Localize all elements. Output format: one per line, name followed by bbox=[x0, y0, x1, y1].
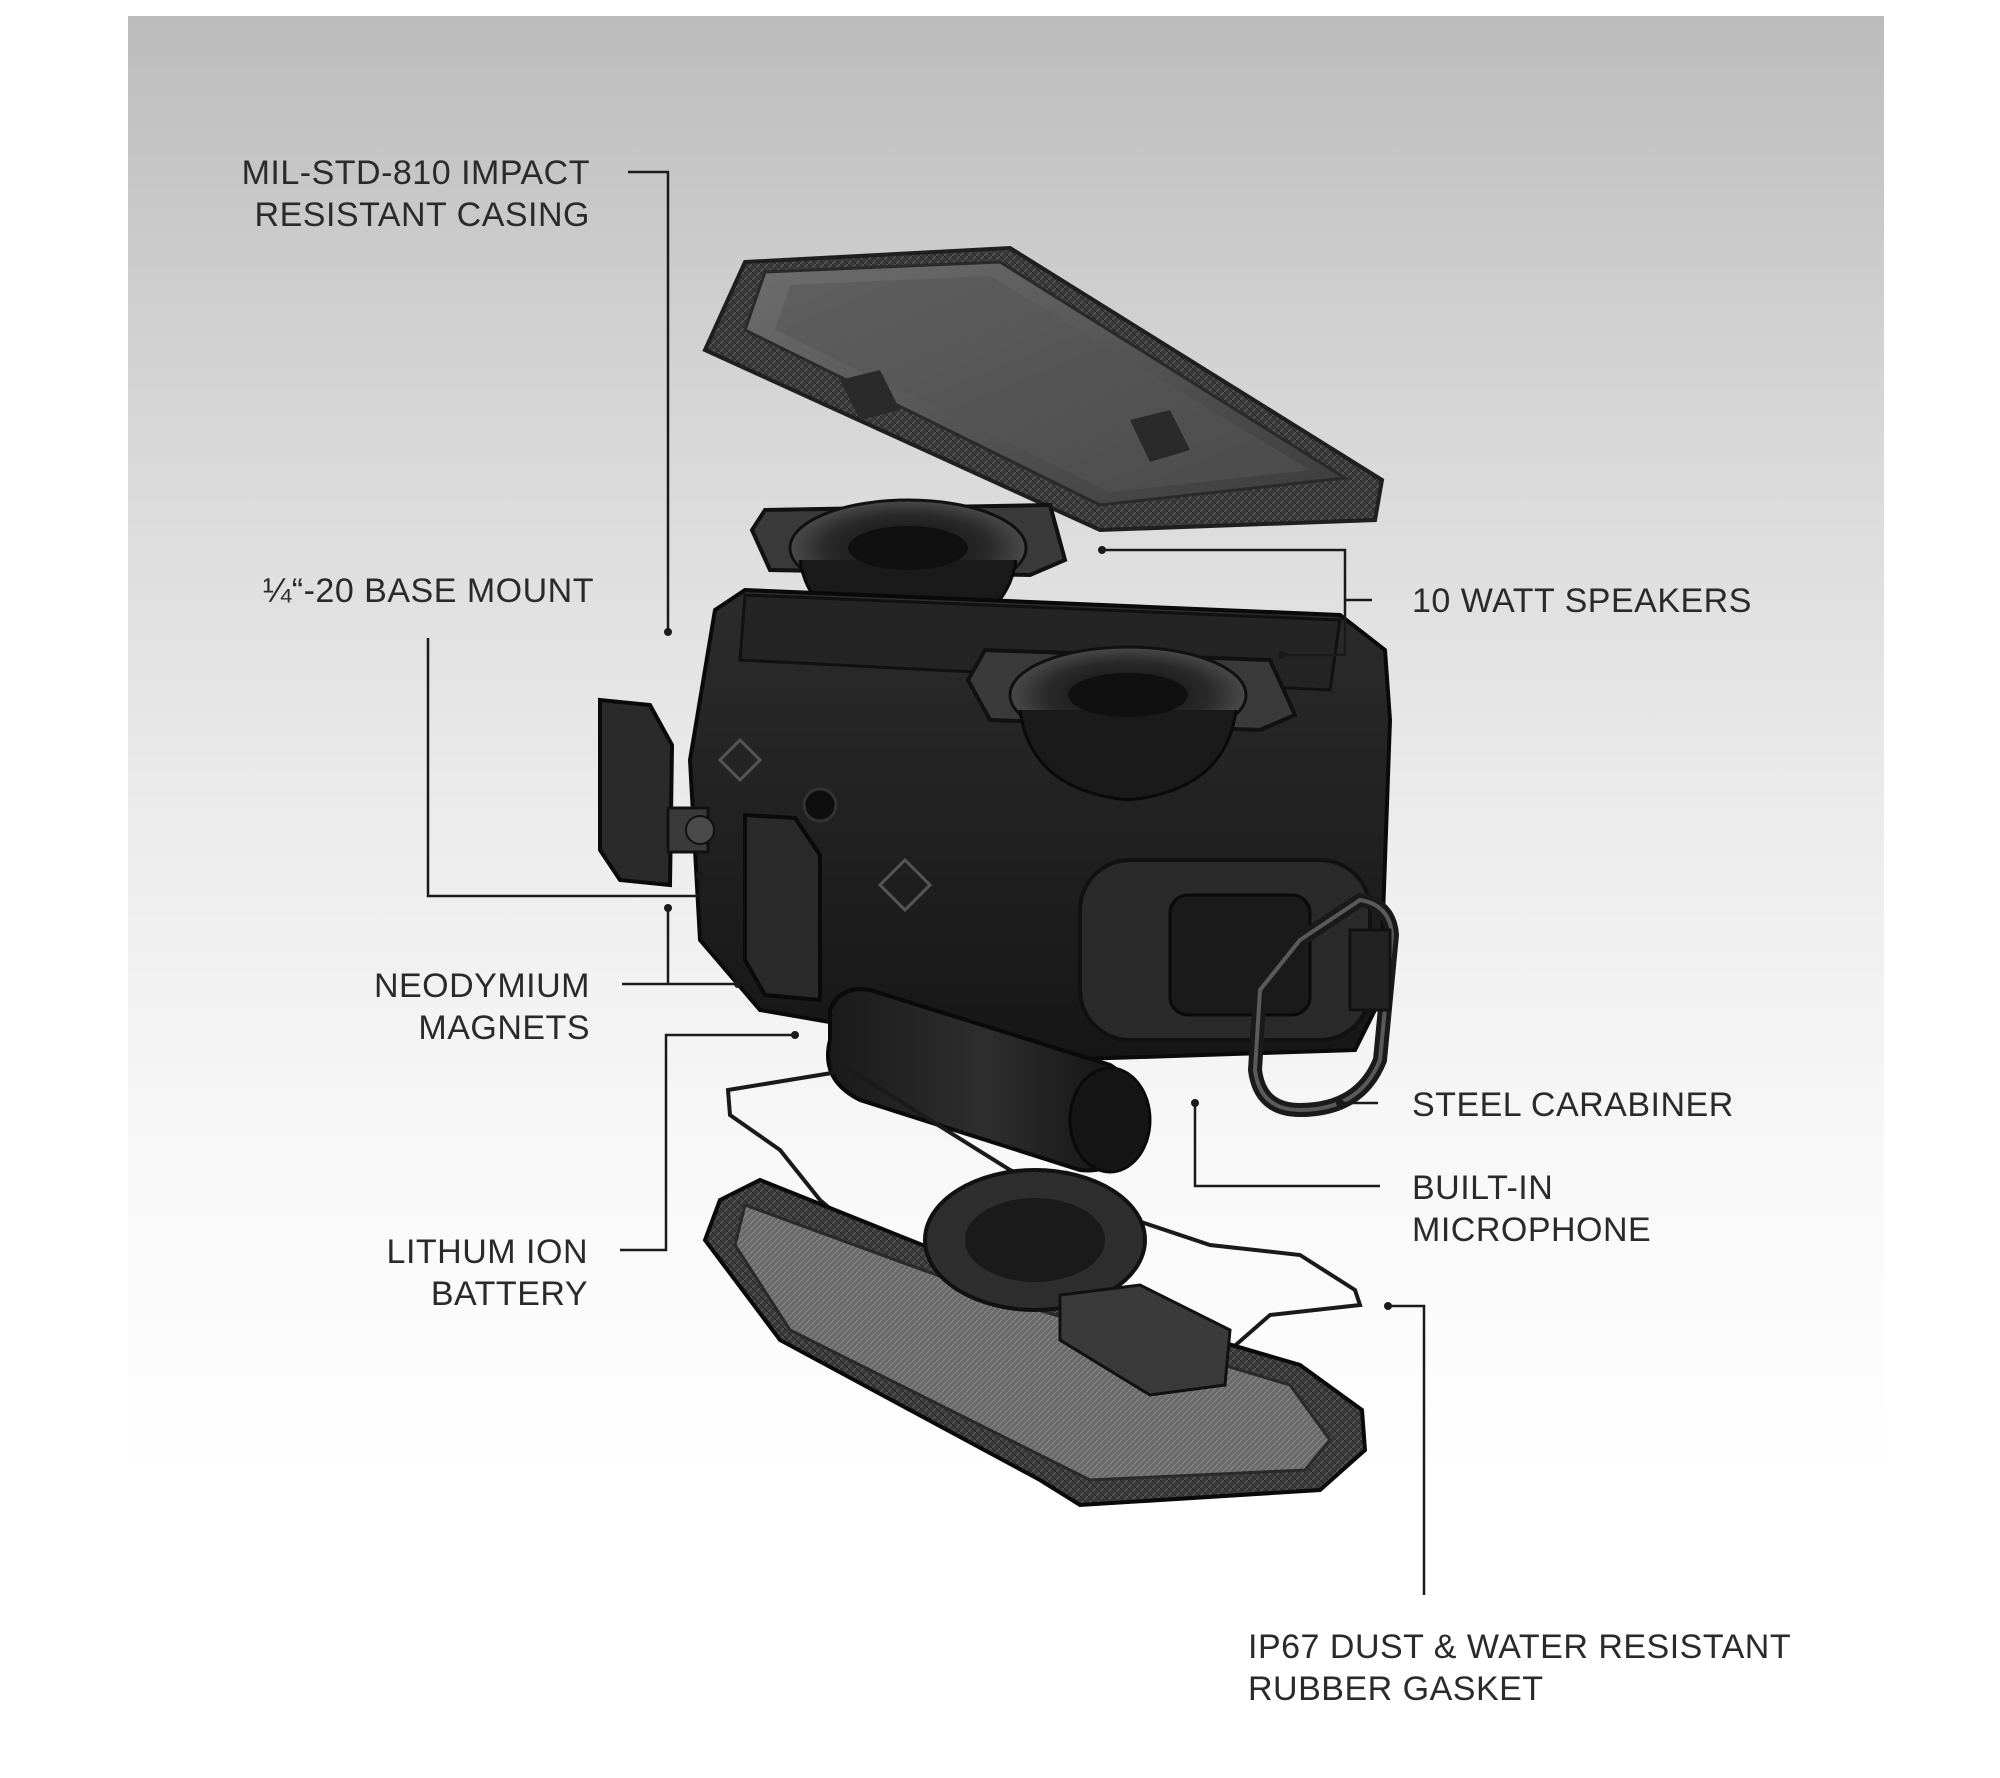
label-gasket-line2: RUBBER GASKET bbox=[1248, 1670, 1544, 1708]
label-gasket: IP67 DUST & WATER RESISTANT RUBBER GASKE… bbox=[1248, 1626, 1791, 1710]
label-carabiner: STEEL CARABINER bbox=[1412, 1084, 1734, 1126]
label-impact-casing-line2: RESISTANT CASING bbox=[254, 196, 590, 234]
leader-gasket bbox=[1388, 1304, 1426, 1595]
leader-speakers bbox=[1102, 548, 1347, 657]
speaker-main-body bbox=[687, 587, 1393, 1063]
label-speakers: 10 WATT SPEAKERS bbox=[1412, 580, 1752, 622]
leader-base-mount bbox=[426, 638, 702, 898]
label-microphone-line1: BUILT-IN bbox=[1412, 1169, 1554, 1207]
label-magnets: NEODYMIUM MAGNETS bbox=[374, 965, 590, 1049]
label-battery: LITHUM ION BATTERY bbox=[387, 1231, 588, 1315]
leader-casing bbox=[628, 170, 670, 632]
label-magnets-line1: NEODYMIUM bbox=[373, 967, 590, 1005]
label-battery-line1: LITHUM ION bbox=[386, 1233, 588, 1271]
label-battery-line2: BATTERY bbox=[430, 1275, 588, 1313]
label-impact-casing: MIL-STD-810 IMPACT RESISTANT CASING bbox=[242, 152, 590, 236]
label-base-mount-line1: ¼“-20 BASE MOUNT bbox=[262, 572, 594, 610]
lithium-battery bbox=[826, 987, 1152, 1174]
magnet-block bbox=[743, 812, 822, 1003]
speaker-driver-lower bbox=[965, 645, 1298, 802]
top-casing-lid bbox=[702, 245, 1385, 533]
label-microphone-line2: MICROPHONE bbox=[1412, 1211, 1652, 1249]
label-speakers-line1: 10 WATT SPEAKERS bbox=[1412, 582, 1752, 620]
bottom-base-plate bbox=[702, 1168, 1368, 1508]
leader-lines bbox=[426, 170, 1426, 1595]
label-carabiner-line1: STEEL CARABINER bbox=[1412, 1086, 1734, 1124]
label-gasket-line1: IP67 DUST & WATER RESISTANT bbox=[1248, 1628, 1792, 1666]
carabiner bbox=[1247, 892, 1400, 1118]
leader-battery bbox=[620, 1033, 795, 1252]
leader-microphone bbox=[1193, 1103, 1380, 1188]
label-base-mount: ¼“-20 BASE MOUNT bbox=[263, 570, 594, 612]
base-mount-block bbox=[598, 697, 715, 888]
label-microphone: BUILT-IN MICROPHONE bbox=[1412, 1167, 1651, 1251]
label-magnets-line2: MAGNETS bbox=[418, 1009, 590, 1047]
label-impact-casing-line1: MIL-STD-810 IMPACT bbox=[241, 154, 590, 192]
